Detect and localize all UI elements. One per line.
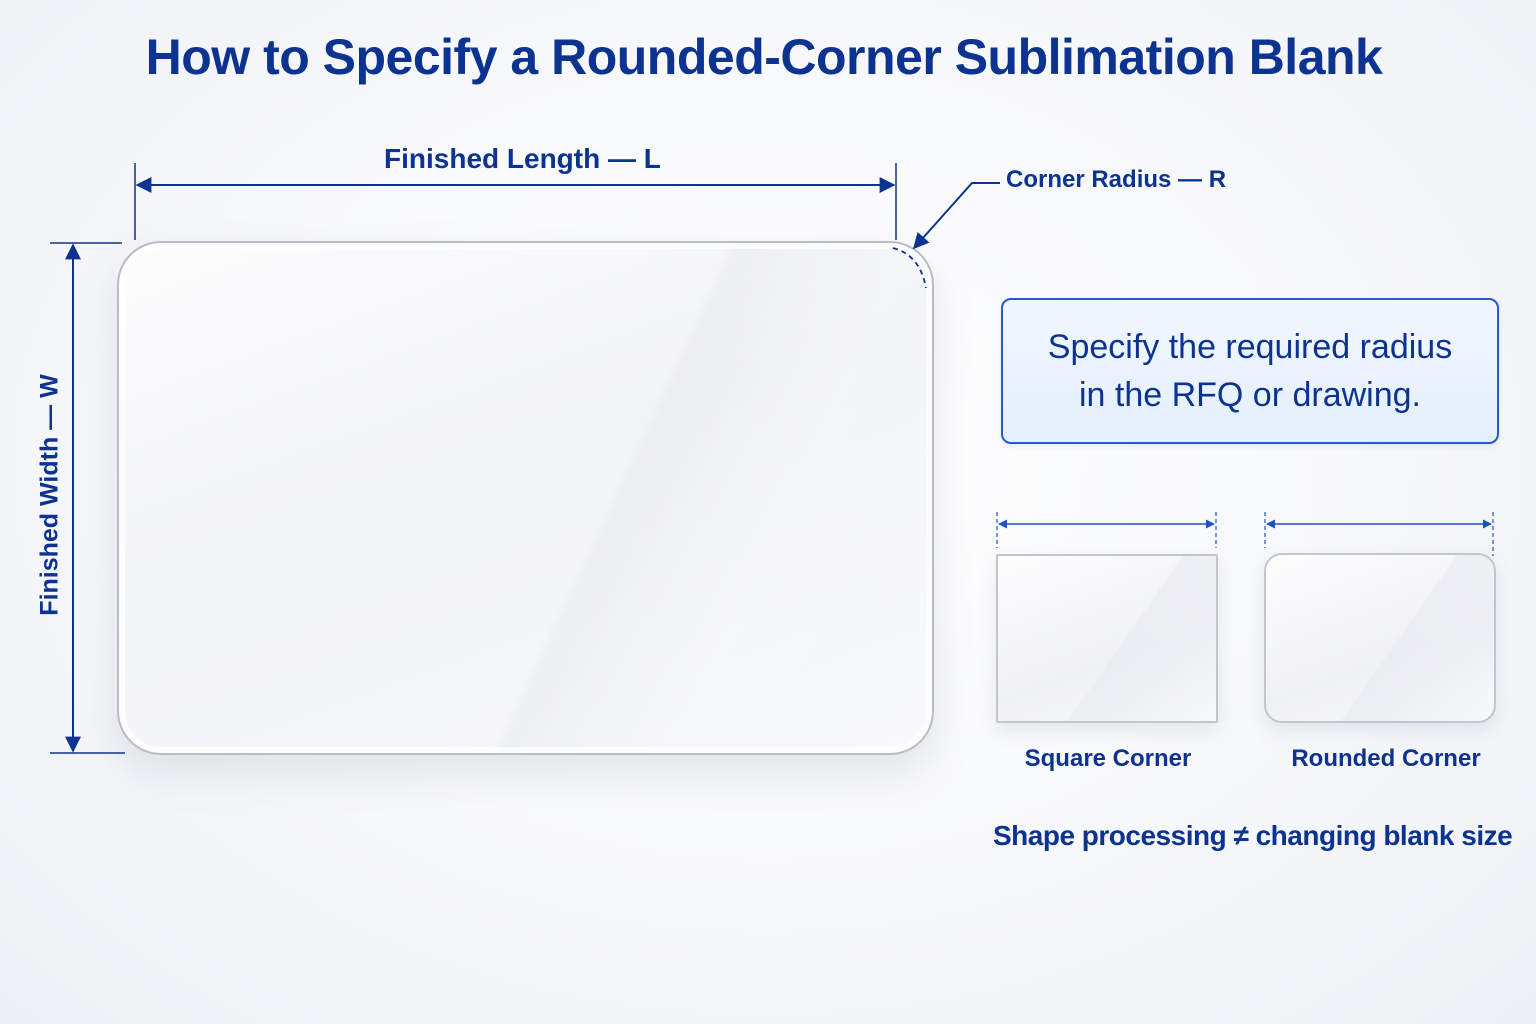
radius-leader-line bbox=[912, 182, 1000, 250]
note-text: Specify the required radius in the RFQ o… bbox=[1048, 323, 1452, 419]
note-line-1: Specify the required radius bbox=[1047, 328, 1453, 366]
radius-label: Corner Radius — R bbox=[1006, 166, 1227, 193]
main-blank-panel bbox=[117, 241, 934, 755]
note-line-2: in the RFQ or drawing. bbox=[1078, 376, 1421, 414]
rounded-corner-caption: Rounded Corner bbox=[1291, 745, 1481, 772]
rounded-corner-sample bbox=[1264, 553, 1496, 723]
page-title: How to Specify a Rounded-Corner Sublimat… bbox=[145, 29, 1383, 85]
footnote: Shape processing ≠ changing blank size bbox=[993, 820, 1513, 851]
square-corner-sample bbox=[996, 554, 1218, 723]
length-label: Finished Length — L bbox=[384, 143, 661, 174]
square-sample-dimension bbox=[996, 512, 1217, 548]
note-box: Specify the required radius in the RFQ o… bbox=[1001, 298, 1499, 444]
rounded-sample-dimension bbox=[1264, 512, 1494, 556]
width-label: Finished Width — W bbox=[35, 374, 64, 616]
square-corner-caption: Square Corner bbox=[1024, 745, 1192, 772]
